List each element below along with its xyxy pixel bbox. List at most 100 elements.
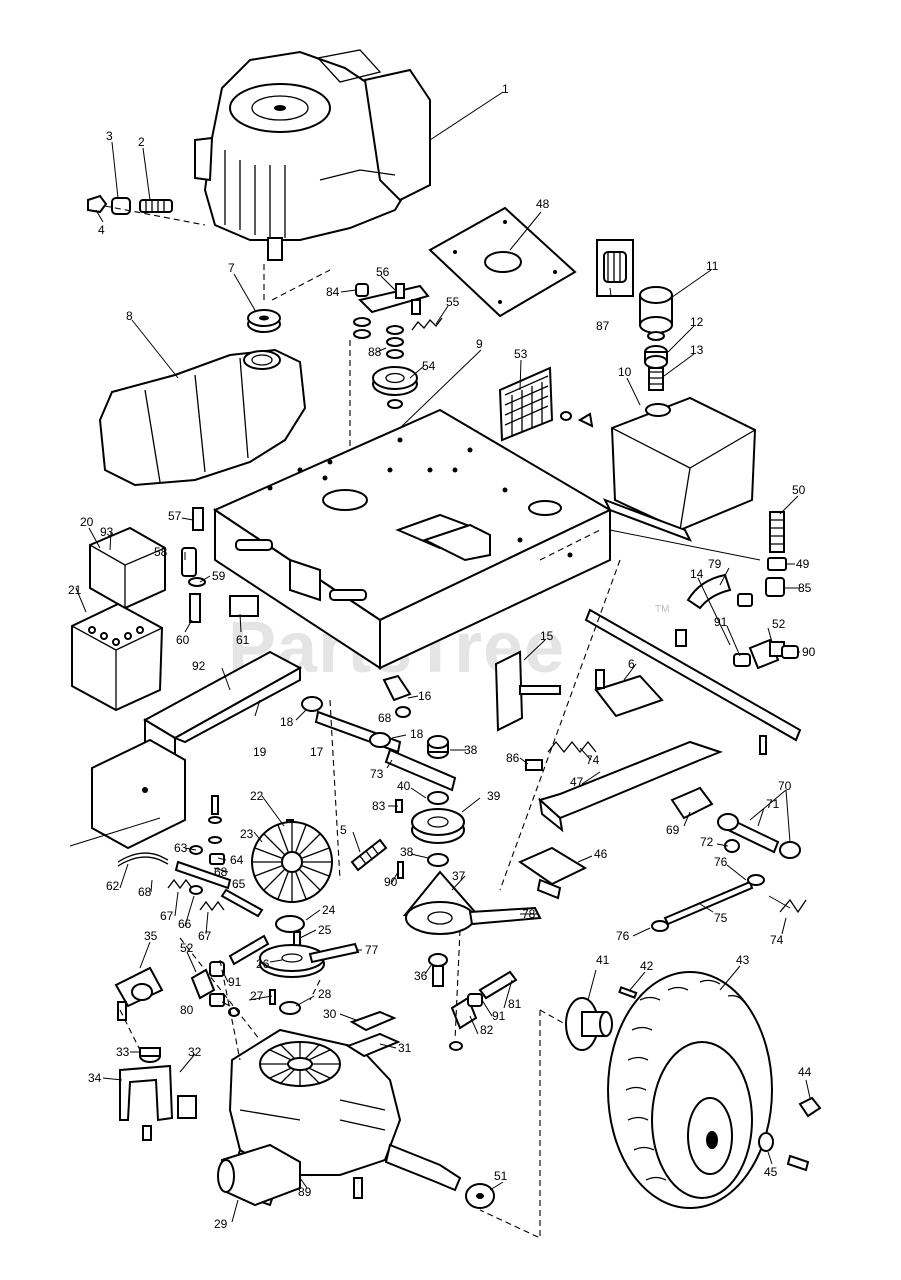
watermark-trademark: TM xyxy=(655,604,669,615)
bracket-part-16 xyxy=(382,674,412,702)
callout-91c: 91 xyxy=(492,1009,506,1023)
idler-pulley-part-54 xyxy=(372,366,418,409)
spacer-part-38-upper xyxy=(427,735,449,759)
callout-44: 44 xyxy=(798,1065,812,1079)
hose-part-81 xyxy=(478,970,518,1000)
callout-36: 36 xyxy=(414,969,428,983)
callout-54: 54 xyxy=(422,359,436,373)
callout-40: 40 xyxy=(397,779,411,793)
hydraulic-tank-part xyxy=(602,396,757,542)
bracket-part-35 xyxy=(114,966,164,1021)
callout-91a: 91 xyxy=(714,615,728,629)
callout-38a: 38 xyxy=(464,743,478,757)
callout-22: 22 xyxy=(250,789,264,803)
callout-16: 16 xyxy=(418,689,432,703)
callout-7: 7 xyxy=(228,261,235,275)
bracket-part-6 xyxy=(594,669,664,718)
washer-stack-88 xyxy=(353,317,404,359)
callout-32: 32 xyxy=(188,1045,202,1059)
spring-part-74-lower xyxy=(779,898,807,914)
callout-39: 39 xyxy=(487,789,501,803)
callout-66: 66 xyxy=(178,917,192,931)
callout-87: 87 xyxy=(596,319,610,333)
fitting-part-80 xyxy=(209,993,240,1017)
callout-90b: 90 xyxy=(384,875,398,889)
mount-plate-part xyxy=(428,206,577,318)
callout-52b: 52 xyxy=(772,617,786,631)
callout-31: 31 xyxy=(398,1041,412,1055)
callout-76b: 76 xyxy=(714,855,728,869)
callout-60: 60 xyxy=(176,633,190,647)
callout-82: 82 xyxy=(480,1023,494,1037)
callout-74b: 74 xyxy=(770,933,784,947)
callout-15: 15 xyxy=(540,629,554,643)
nut-part-49 xyxy=(767,557,787,571)
callout-25: 25 xyxy=(318,923,332,937)
lever-bar-part-14 xyxy=(584,608,802,755)
callout-labels: 1 2 3 4 5 6 7 8 9 10 11 12 13 14 15 16 1… xyxy=(68,82,816,1231)
callout-84: 84 xyxy=(326,285,340,299)
bolt-part-45 xyxy=(786,1154,810,1172)
callout-47: 47 xyxy=(570,775,584,789)
callout-26: 26 xyxy=(256,957,270,971)
spring-part-67b xyxy=(199,900,225,912)
link-part-64 xyxy=(174,853,232,890)
callout-24: 24 xyxy=(322,903,336,917)
callout-61: 61 xyxy=(236,633,250,647)
callout-6: 6 xyxy=(628,657,635,671)
rod-part-65 xyxy=(220,888,264,918)
pulley-part-24 xyxy=(275,915,305,933)
key-part-42 xyxy=(618,986,638,999)
callout-64: 64 xyxy=(230,853,244,867)
bracket-part-15 xyxy=(494,650,561,732)
callout-23: 23 xyxy=(240,827,254,841)
motor-part-89 xyxy=(217,1143,301,1207)
callout-69: 69 xyxy=(666,823,680,837)
hub-part-41 xyxy=(565,997,613,1051)
callout-75: 75 xyxy=(714,911,728,925)
washer-part-45 xyxy=(758,1132,774,1152)
callout-80: 80 xyxy=(180,1003,194,1017)
shaft-part-73 xyxy=(384,748,457,792)
nut-part-66 xyxy=(189,885,203,895)
spring-part-74-upper xyxy=(547,740,597,754)
frame-part xyxy=(212,408,613,670)
arm-part-47 xyxy=(538,740,723,833)
callout-76a: 76 xyxy=(616,929,630,943)
clip-part-86 xyxy=(525,759,543,771)
plate-part-32 xyxy=(177,1095,197,1119)
callout-90a: 90 xyxy=(802,645,816,659)
callout-49: 49 xyxy=(796,557,810,571)
nut-part-72 xyxy=(724,839,740,853)
callout-79: 79 xyxy=(708,557,722,571)
screen-part-53 xyxy=(498,366,594,442)
fitting-part-52-lower xyxy=(190,968,216,1000)
callout-83: 83 xyxy=(372,799,386,813)
fitting-part-91-upper xyxy=(737,593,753,607)
seat-bracket-part xyxy=(91,650,303,850)
bracket-part-69 xyxy=(670,786,714,820)
callout-20: 20 xyxy=(80,515,94,529)
plate-part-31 xyxy=(345,1032,401,1058)
callout-12: 12 xyxy=(690,315,704,329)
spring-part-67a xyxy=(167,878,193,890)
pulley-part-39 xyxy=(411,808,465,844)
callout-5: 5 xyxy=(340,823,347,837)
callout-37: 37 xyxy=(452,869,466,883)
callout-4: 4 xyxy=(98,223,105,237)
callout-68a: 68 xyxy=(138,885,152,899)
callout-89: 89 xyxy=(298,1185,312,1199)
shaft-part-fan xyxy=(228,934,270,966)
callout-18b: 18 xyxy=(410,727,424,741)
pulley-part-26 xyxy=(259,944,325,978)
belt-part-78 xyxy=(468,906,542,926)
idler-bracket-part xyxy=(355,283,430,315)
callout-93: 93 xyxy=(100,525,114,539)
callout-27: 27 xyxy=(250,989,264,1003)
bracket-part-34 xyxy=(119,1064,174,1141)
callout-65: 65 xyxy=(232,877,246,891)
valve-part-57 xyxy=(192,507,204,531)
callout-55: 55 xyxy=(446,295,460,309)
callout-50: 50 xyxy=(792,483,806,497)
